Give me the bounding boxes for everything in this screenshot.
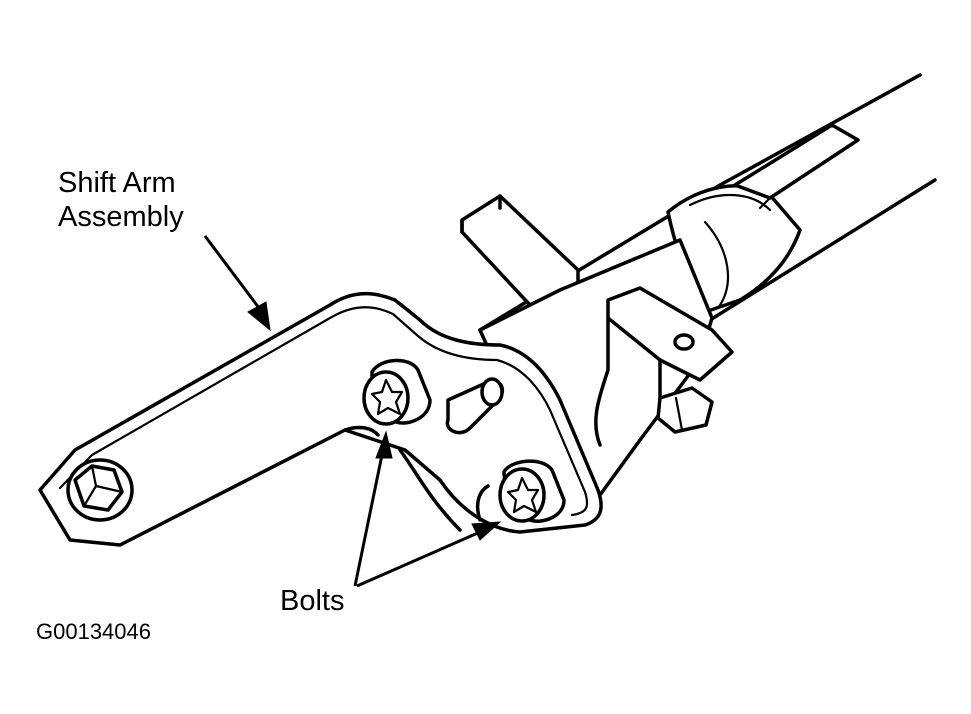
leader-bolts [353,430,502,588]
bolts-label: Bolts [280,585,345,617]
bolt-upper-icon [362,358,432,426]
hex-nut-icon [66,458,134,522]
shift-arm [38,291,603,547]
steering-column [478,73,937,332]
leader-shift-arm [203,235,271,332]
figure-id: G00134046 [36,619,151,644]
bolt-hole-lines [343,425,490,532]
shift-arm-label-line1: Shift Arm [58,167,176,199]
shift-arm-label-line2: Assembly [58,201,184,233]
bolt-lower-icon [498,459,566,523]
